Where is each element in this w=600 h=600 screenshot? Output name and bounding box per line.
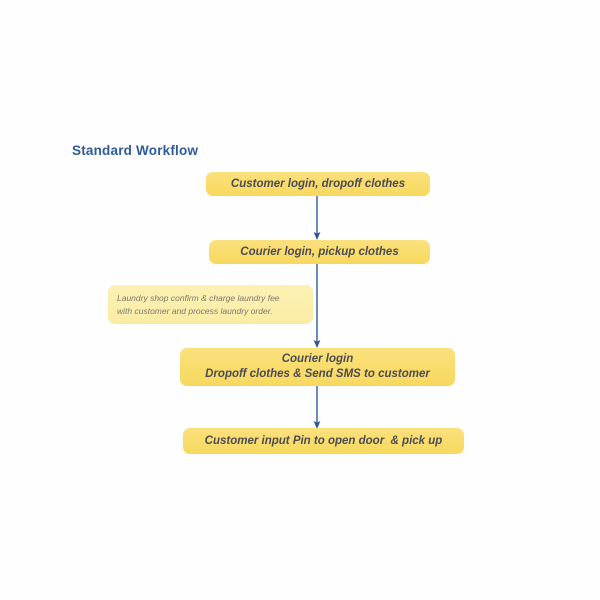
connector-arrow-down (311, 196, 323, 241)
flow-node-customer-dropoff[interactable]: Customer login, dropoff clothes (206, 172, 430, 196)
note-line-1: Laundry shop confirm & charge laundry fe… (117, 292, 280, 303)
flow-node-label-line-1: Courier login (281, 353, 354, 365)
flow-node-label: Customer input Pin to open door & pick u… (204, 434, 443, 447)
page-title: Standard Workflow (72, 143, 199, 158)
flow-node-label: Courier login, pickup clothes (240, 245, 399, 258)
flow-node-customer-pin-pickup[interactable]: Customer input Pin to open door & pick u… (183, 428, 464, 454)
flow-node-label: Customer login, dropoff clothes (230, 177, 406, 190)
laundry-shop-note: Laundry shop confirm & charge laundry fe… (108, 285, 313, 324)
flow-node-label-line-2: Dropoff clothes & Send SMS to customer (205, 368, 430, 380)
note-line-2: with customer and process laundry order. (117, 305, 273, 316)
flow-node-courier-dropoff-sms[interactable]: Courier login Dropoff clothes & Send SMS… (180, 348, 455, 386)
connector-arrow-down (311, 264, 323, 349)
flow-node-courier-pickup[interactable]: Courier login, pickup clothes (209, 240, 430, 264)
arrow-down-icon (313, 386, 321, 429)
arrow-down-icon (313, 264, 321, 348)
connector-arrow-down (311, 386, 323, 430)
arrow-down-icon (313, 196, 321, 240)
